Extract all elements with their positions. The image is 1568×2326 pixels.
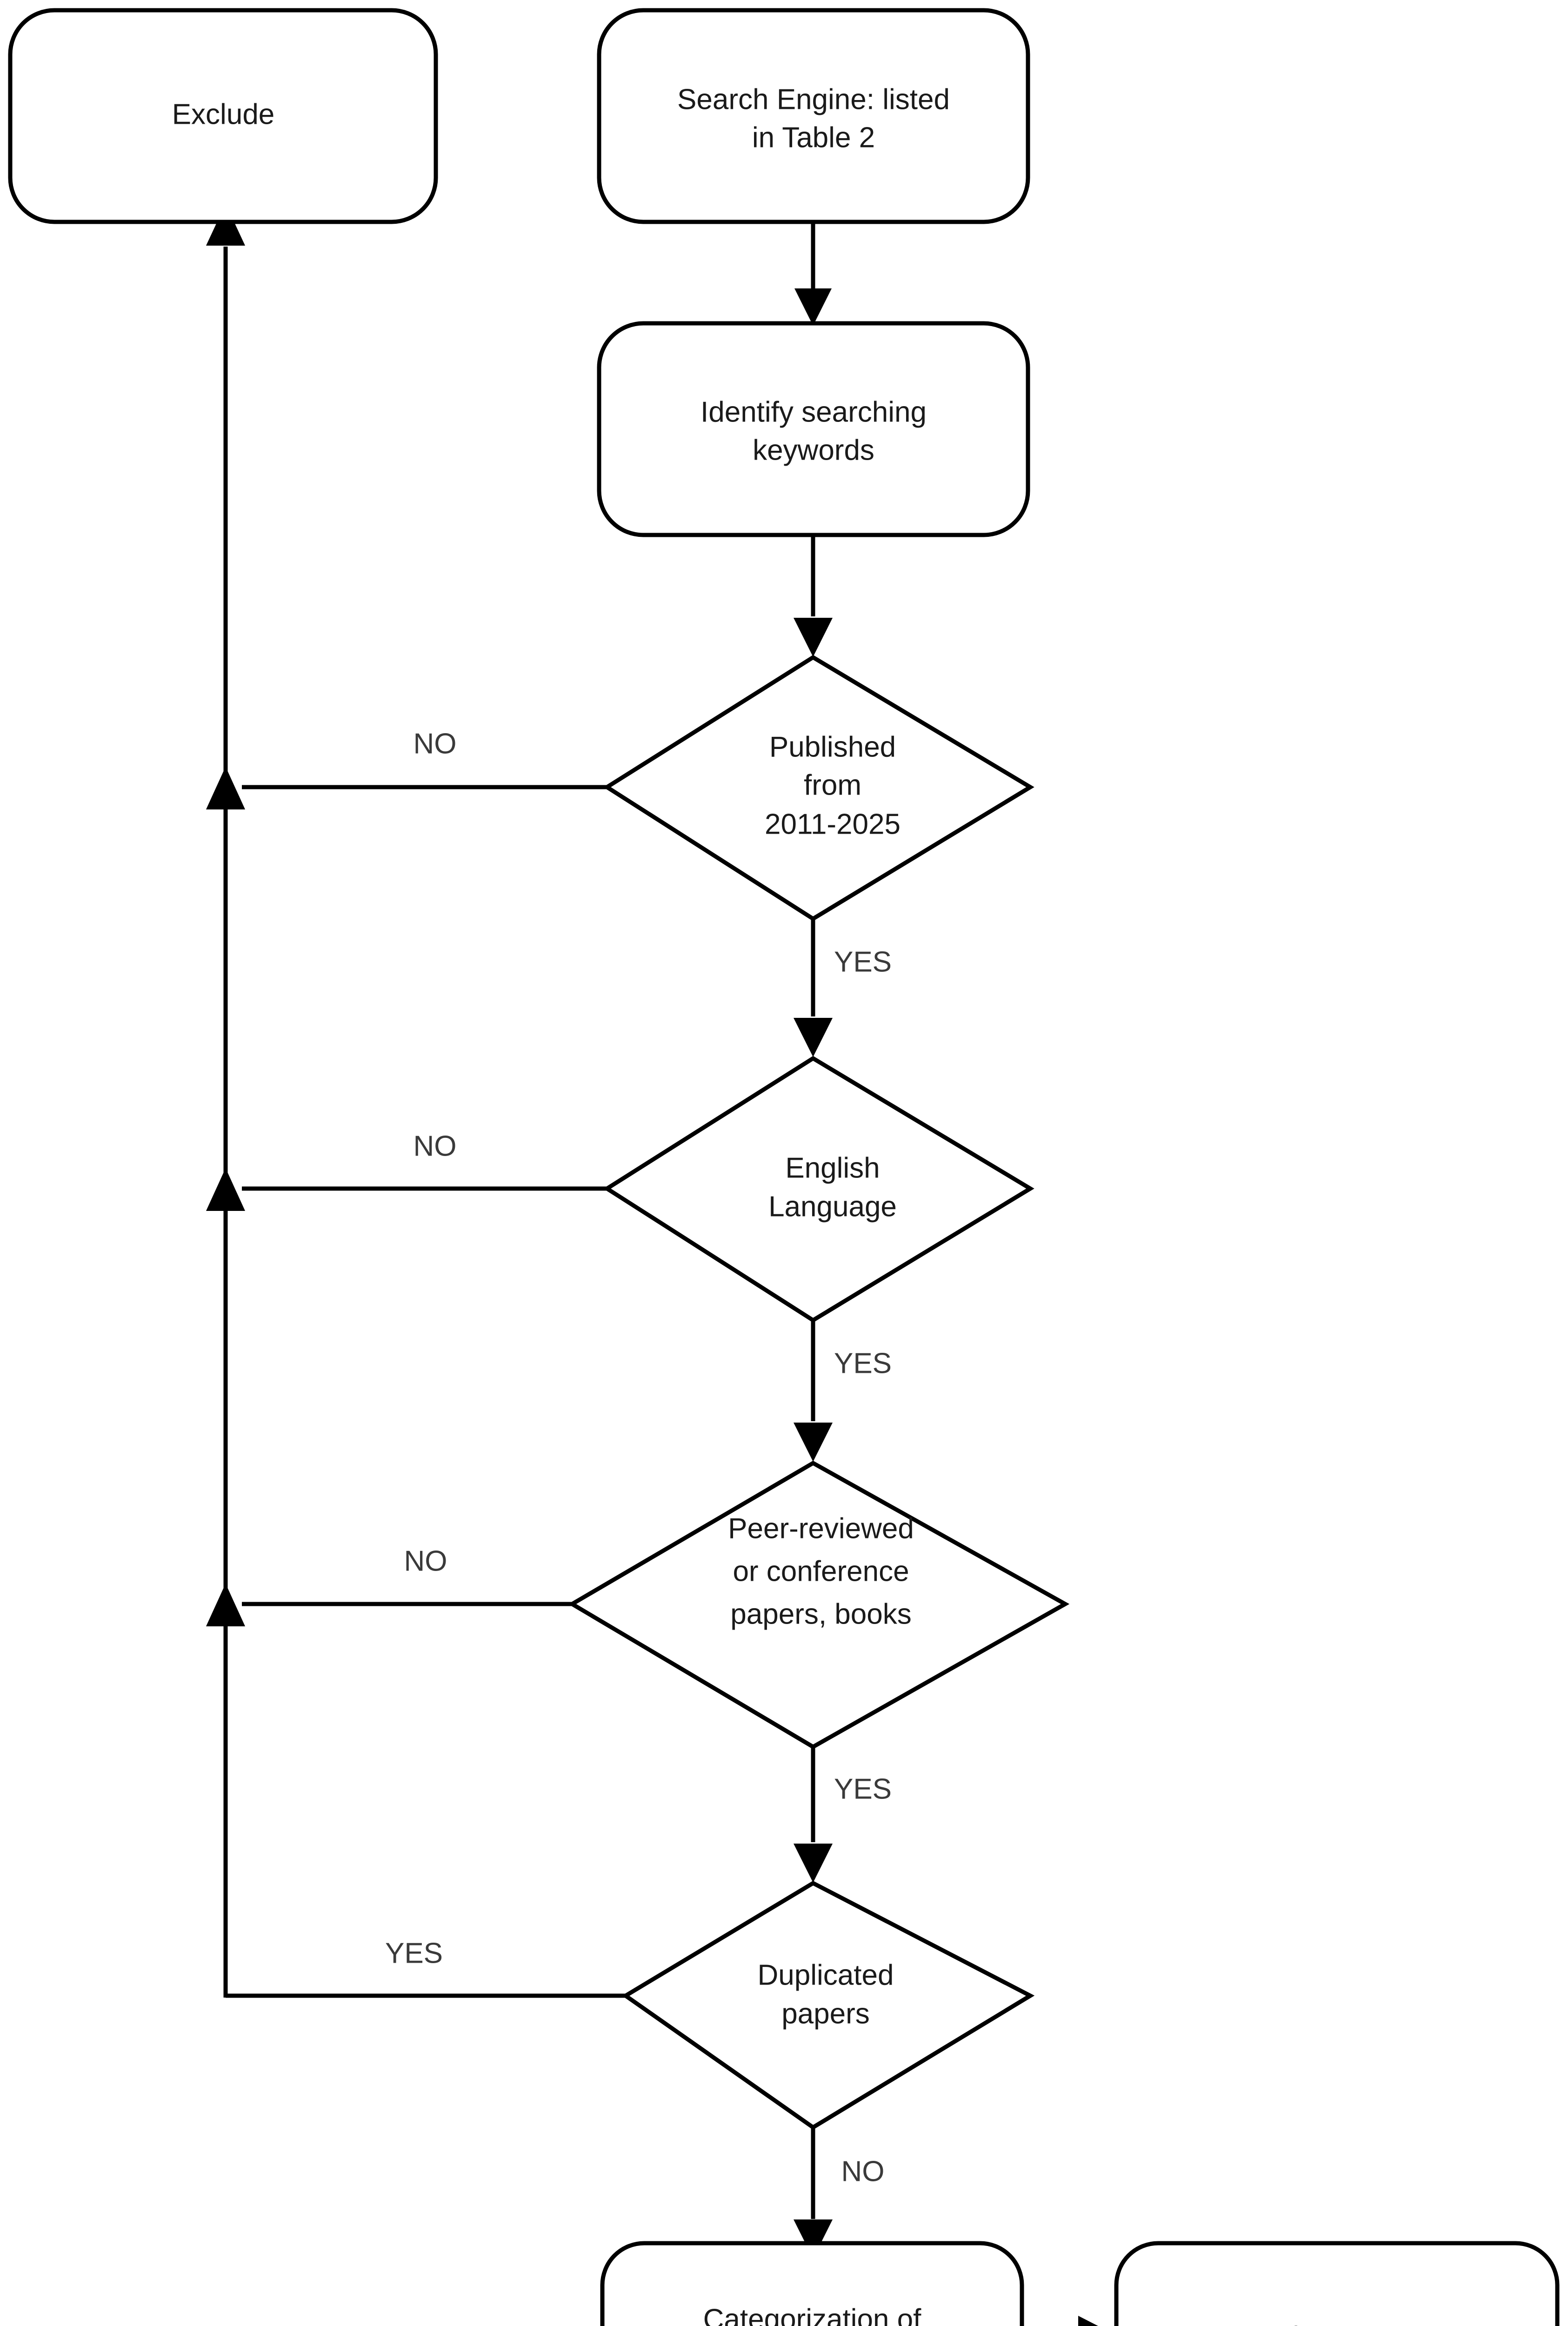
duplicated-papers-diamond-shape[interactable] [621, 1880, 1035, 2130]
arrow-head-icon [794, 1018, 833, 1057]
review-papers-label-line1: Review papers [1241, 2321, 1432, 2326]
arrow-head-icon [206, 204, 245, 246]
node-published-years[interactable]: Published from 2011-2025 [603, 655, 1034, 922]
edge-label-english-no: NO [414, 1130, 457, 1162]
node-categorization[interactable]: Categorization of selected papers [600, 2241, 1024, 2326]
arrow-head-icon [794, 618, 833, 657]
edge-peer-yes [794, 1747, 833, 1883]
identify-keywords-label-line2: keywords [753, 434, 874, 466]
search-engine-box-shape[interactable] [597, 8, 1030, 224]
duplicated-papers-label-line1: Duplicated [758, 1959, 894, 1991]
node-english-language[interactable]: English Language [603, 1056, 1034, 1323]
published-years-label-line1: Published [769, 731, 896, 763]
arrow-head-icon [794, 288, 832, 326]
search-engine-label-line2: in Table 2 [752, 121, 875, 154]
edge-published-yes [794, 919, 833, 1057]
exclude-box-shape[interactable] [8, 8, 438, 224]
published-years-label-line2: from [804, 769, 861, 801]
exclude-label-line1: Exclude [172, 98, 275, 130]
peer-reviewed-diamond-shape[interactable] [568, 1460, 1070, 1750]
node-exclude[interactable]: Exclude [8, 8, 438, 224]
english-language-diamond-shape[interactable] [603, 1056, 1034, 1323]
categorization-box-shape[interactable] [600, 2241, 1024, 2326]
edge-label-duplicated-no: NO [841, 2155, 885, 2187]
arrow-head-icon [794, 1423, 833, 1462]
identify-keywords-label-line1: Identify searching [701, 396, 927, 428]
published-years-label-line3: 2011-2025 [765, 808, 901, 840]
arrow-head-icon [1078, 2316, 1098, 2326]
arrow-head-icon [794, 1844, 833, 1883]
published-years-diamond-shape[interactable] [603, 655, 1034, 922]
edge-label-published-no: NO [414, 728, 457, 760]
edge-label-english-yes: YES [834, 1347, 892, 1379]
arrow-head-icon [794, 2219, 833, 2259]
node-review-papers[interactable]: Review papers [1114, 2241, 1560, 2326]
search-engine-label-line1: Search Engine: listed [677, 83, 950, 115]
edge-duplicated-no [794, 2127, 833, 2259]
node-identify-keywords[interactable]: Identify searching keywords [597, 321, 1030, 537]
edge-left-rail-to-exclude [206, 204, 245, 1998]
identify-keywords-box-shape[interactable] [597, 321, 1030, 537]
arrow-head-icon [206, 1168, 245, 1211]
arrow-head-icon [206, 767, 245, 809]
arrow-head-icon [206, 1584, 245, 1626]
node-search-engine[interactable]: Search Engine: listed in Table 2 [597, 8, 1030, 224]
edge-search-to-keywords [794, 222, 832, 326]
edge-label-published-yes: YES [834, 946, 892, 978]
peer-reviewed-label-line1: Peer-reviewed [728, 1512, 914, 1544]
edge-label-peer-yes: YES [834, 1773, 892, 1805]
node-peer-reviewed[interactable]: Peer-reviewed or conference papers, book… [568, 1460, 1070, 1750]
edge-label-peer-no: NO [404, 1545, 447, 1577]
edge-keywords-to-published [794, 535, 833, 657]
review-papers-box-shape[interactable] [1114, 2241, 1560, 2326]
english-language-label-line1: English [785, 1152, 880, 1184]
node-duplicated-papers[interactable]: Duplicated papers [621, 1880, 1035, 2130]
english-language-label-line2: Language [768, 1190, 897, 1223]
peer-reviewed-label-line2: or conference [733, 1555, 909, 1587]
edge-english-yes [794, 1320, 833, 1462]
edge-categorization-to-review [1078, 2316, 1098, 2326]
categorization-label-line1: Categorization of [703, 2303, 921, 2326]
duplicated-papers-label-line2: papers [781, 1998, 870, 2030]
peer-reviewed-label-line3: papers, books [730, 1598, 911, 1630]
edge-label-duplicated-yes: YES [385, 1937, 443, 1969]
